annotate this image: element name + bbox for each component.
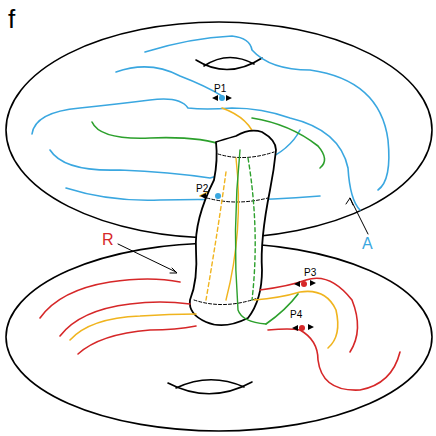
region-label: R (102, 232, 114, 248)
region-label: A (362, 236, 373, 252)
panel-letter: f (8, 6, 15, 32)
point-label: P2 (196, 184, 208, 194)
point-label: P3 (304, 268, 316, 278)
point-label: P4 (290, 310, 302, 320)
point-label: P1 (214, 84, 226, 94)
